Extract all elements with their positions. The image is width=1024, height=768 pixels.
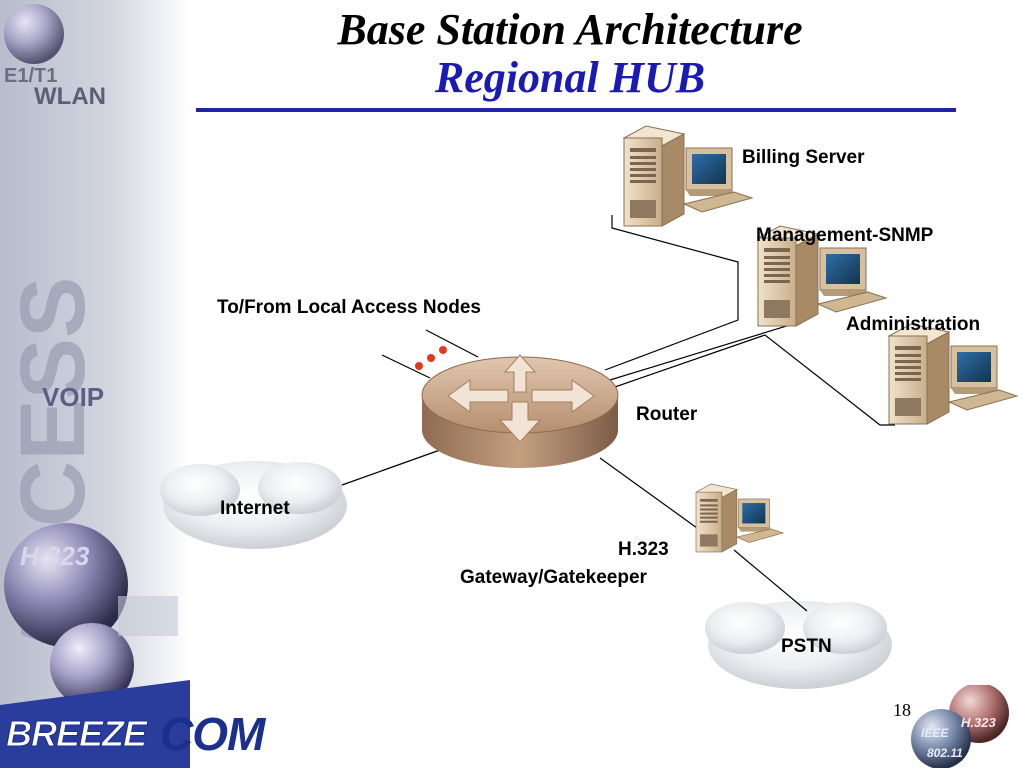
billing-server-icon [623,125,753,227]
sidebar-label-e1t1: E1/T1 [4,65,57,87]
sidebar-art: ACCESS E1/T1 WLAN VOIP H.323 [0,0,190,768]
sidebar-sphere-top [4,4,64,64]
badge-label-80211: 802.11 [927,746,963,760]
svg-text:COM: COM [160,708,267,760]
management-snmp-label: Management-SNMP [756,225,934,246]
sidebar-brand-band [0,680,190,768]
sidebar-sphere-small [50,623,134,707]
sidebar-label-wlan: WLAN [34,83,106,110]
sidebar-label-h323: H.323 [20,541,90,571]
internet-cloud [160,461,347,549]
slide-title: Base Station Architecture [337,5,803,54]
pstn-cloud [705,601,892,689]
administration-server-icon [888,323,1018,425]
corner-badge: H.323 IEEE 802.11 [911,685,1009,768]
router-icon [421,354,619,468]
gateway-label-line1: H.323 [618,539,669,560]
svg-text:BREEZE: BREEZE [6,713,148,754]
internet-label: Internet [220,498,290,519]
pstn-label: PSTN [781,636,832,657]
brand-logo-art: BREEZE COM [6,708,269,760]
gateway-server-icon [695,483,784,553]
billing-server-label: Billing Server [742,147,865,168]
brand-logo: BREEZE COM [6,702,276,768]
title-underline [196,108,956,112]
badge-sphere-blue [911,709,971,768]
connection-dots [415,346,447,370]
sidebar-sphere-h323 [4,523,128,647]
router-label: Router [636,404,698,425]
administration-label: Administration [846,314,981,335]
sidebar-decoration: ACCESS E1/T1 WLAN VOIP H.323 [0,0,190,768]
page-number: 18 [893,700,911,720]
slide-subtitle: Regional HUB [434,53,706,102]
gateway-label-line2: Gateway/Gatekeeper [460,567,647,588]
sidebar-label-voip: VOIP [42,382,104,412]
sidebar-keyboard [118,596,178,636]
badge-label-h323: H.323 [961,715,996,730]
local-access-nodes-label: To/From Local Access Nodes [217,297,481,318]
badge-label-ieee: IEEE [921,726,949,740]
